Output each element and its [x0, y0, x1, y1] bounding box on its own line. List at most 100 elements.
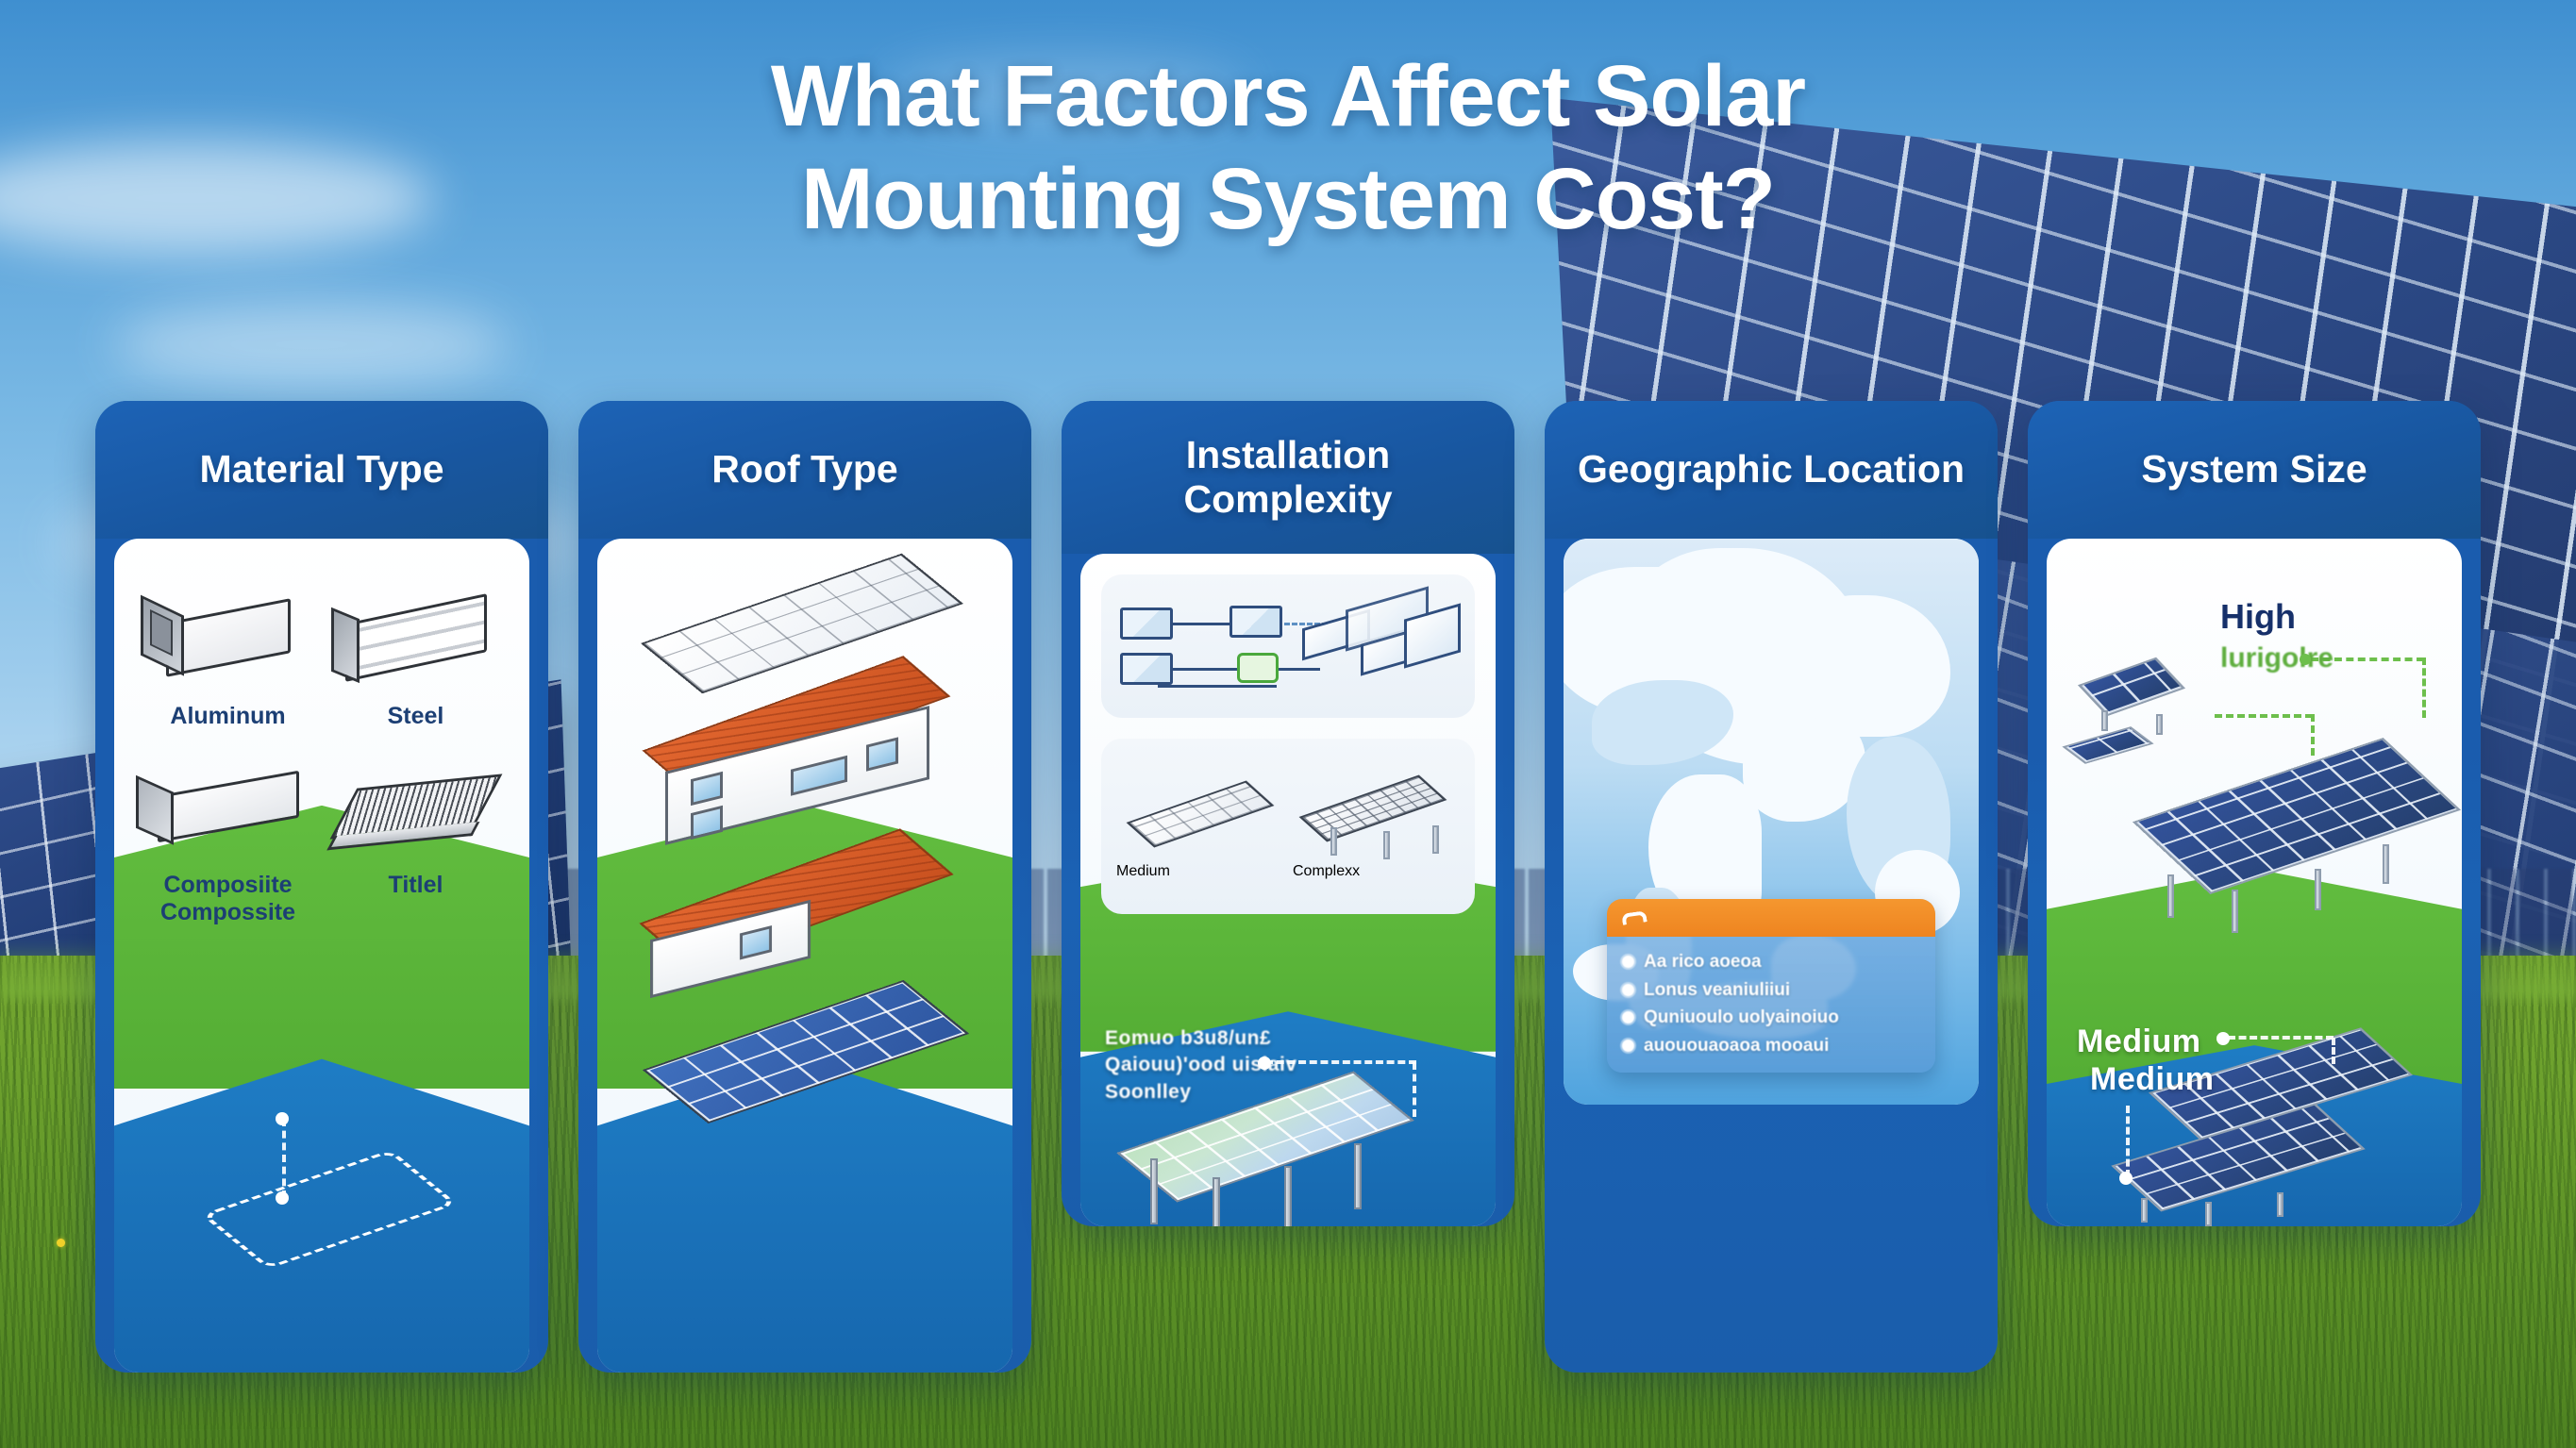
- rect-tube-icon: [139, 751, 317, 862]
- bullet-icon: [1622, 956, 1634, 969]
- card-header: Material Type: [95, 401, 548, 539]
- card-header: Geographic Location: [1545, 401, 1998, 539]
- card-header: System Size: [2028, 401, 2481, 539]
- window-icon: [691, 805, 723, 841]
- legend-header: [1607, 899, 1935, 938]
- card-system-size[interactable]: System Size High lurigolre: [2028, 401, 2481, 1226]
- legend-item-label: Lonus veaniuliiui: [1644, 979, 1791, 1000]
- carport-leg: [1150, 1158, 1158, 1224]
- material-item: Aluminum: [139, 582, 317, 730]
- card-body: [597, 539, 1012, 1373]
- system-size-label-medium: Medium: [2077, 1024, 2201, 1060]
- isometric-rails-icon: [1293, 586, 1461, 698]
- material-label: Composiite Compossite: [159, 871, 296, 925]
- array-leg: [2277, 1192, 2283, 1217]
- pin-icon: [1621, 910, 1648, 926]
- complex-frame-icon: [1293, 773, 1460, 863]
- system-size-illustrations: High lurigolre Medium Medium: [2047, 539, 2462, 1226]
- array-leg: [2383, 844, 2389, 884]
- carport-leg: [1354, 1143, 1362, 1209]
- simple-rail-mount-icon: [1116, 773, 1283, 863]
- carport-mount-icon: [1116, 1071, 1420, 1226]
- leader-dot-icon: [1258, 1057, 1271, 1070]
- system-size-sublabel-high: lurigolre: [2220, 642, 2334, 674]
- factor-card-row: Material Type Aluminum Steel Composiite …: [0, 401, 2576, 1373]
- material-item: Titlel: [326, 751, 505, 926]
- legend-list: Aa rico aoeoa Lonus veaniuliiui Quniuoul…: [1607, 937, 1935, 1073]
- leader-line: [282, 1119, 286, 1198]
- small-pv-array-icon-2: [2062, 726, 2154, 764]
- leader-dot-icon: [276, 1112, 289, 1125]
- window-icon: [691, 771, 723, 807]
- material-label: Titlel: [388, 871, 443, 898]
- array-leg: [2205, 1202, 2212, 1226]
- complexity-tile-bottom: Medium Complexx: [1101, 739, 1475, 915]
- card-body: Medium Complexx Eomuo b3u8/un£ Qaiouu)'o…: [1080, 554, 1496, 1226]
- material-item: Steel: [326, 582, 505, 730]
- legend-item-label: Aa rico aoeoa: [1644, 952, 1762, 973]
- card-material-type[interactable]: Material Type Aluminum Steel Composiite …: [95, 401, 548, 1373]
- cloud: [0, 141, 434, 255]
- steel-beam-icon: [326, 582, 505, 693]
- array-leg: [2232, 890, 2238, 933]
- complexity-tile-top: [1101, 574, 1475, 719]
- page-title-line-2: Mounting System Cost?: [801, 150, 1776, 247]
- card-header: Roof Type: [578, 401, 1031, 539]
- array-leg: [2315, 869, 2321, 910]
- legend-item: Quniuoulo uolyainoiuo: [1622, 1004, 1920, 1031]
- cloud: [113, 302, 510, 387]
- leader-dot-icon: [2119, 1172, 2133, 1185]
- system-size-label-medium-2: Medium: [2090, 1061, 2215, 1098]
- card-body: High lurigolre Medium Medium: [2047, 539, 2462, 1226]
- array-leg: [2167, 874, 2174, 918]
- leader-line: [2228, 1036, 2333, 1040]
- large-pv-array-icon: [2132, 738, 2462, 894]
- card-title: Roof Type: [711, 447, 898, 491]
- flower-icon: [57, 1239, 65, 1248]
- leader-dot-icon: [2216, 1032, 2230, 1045]
- complexity-callout: Eomuo b3u8/un£ Qaiouu)'ood uislaiv Soonl…: [1105, 1026, 1296, 1103]
- complexity-label: Medium: [1116, 863, 1170, 880]
- card-body: Aa rico aoeoa Lonus veaniuliiui Quniuoul…: [1564, 539, 1979, 1105]
- leader-line: [1413, 1062, 1416, 1117]
- card-title: Installation Complexity: [1183, 433, 1393, 522]
- ground-pv-array-icon: [642, 979, 970, 1124]
- window-icon: [740, 925, 772, 960]
- map-legend[interactable]: Aa rico aoeoa Lonus veaniuliiui Quniuoul…: [1607, 899, 1935, 1073]
- page-title-line-1: What Factors Affect Solar: [770, 48, 1806, 144]
- leader-dot-icon: [2300, 654, 2311, 665]
- system-size-label-high: High: [2220, 597, 2296, 636]
- window-icon: [866, 737, 898, 772]
- material-label: Steel: [387, 703, 444, 729]
- wiring-diagram-icon: [1116, 594, 1328, 698]
- array-leg: [2101, 710, 2108, 731]
- bullet-icon: [1622, 1039, 1634, 1052]
- card-header: Installation Complexity: [1062, 401, 1514, 555]
- blue-band: [114, 1058, 529, 1373]
- material-grid: Aluminum Steel Composiite Compossite Tit…: [114, 539, 529, 935]
- leader-dot-icon: [276, 1191, 289, 1205]
- blue-band: [597, 1058, 1012, 1373]
- leader-line: [2422, 657, 2426, 718]
- bullet-icon: [1622, 1011, 1634, 1024]
- roof-illustrations: [597, 539, 1012, 1373]
- bullet-icon: [1622, 983, 1634, 996]
- card-installation-complexity[interactable]: Installation Complexity: [1062, 401, 1514, 1226]
- leader-line: [2332, 1038, 2335, 1064]
- legend-item-label: auououaoaoa mooaui: [1644, 1035, 1830, 1056]
- material-label: Aluminum: [170, 703, 286, 729]
- card-roof-type[interactable]: Roof Type: [578, 401, 1031, 1373]
- carport-leg: [1213, 1177, 1220, 1226]
- square-tube-icon: [139, 582, 317, 693]
- array-leg: [2141, 1198, 2148, 1223]
- page-title: What Factors Affect Solar Mounting Syste…: [0, 45, 2576, 250]
- leader-line: [2215, 714, 2313, 718]
- array-leg: [2156, 714, 2163, 735]
- card-title: Material Type: [199, 447, 444, 491]
- card-geographic-location[interactable]: Geographic Location: [1545, 401, 1998, 1373]
- cloud: [887, 57, 1246, 123]
- leader-line: [2311, 714, 2315, 756]
- corrugated-sheet-icon: [326, 751, 505, 862]
- leader-line: [2126, 1106, 2130, 1177]
- leader-line: [1265, 1060, 1416, 1064]
